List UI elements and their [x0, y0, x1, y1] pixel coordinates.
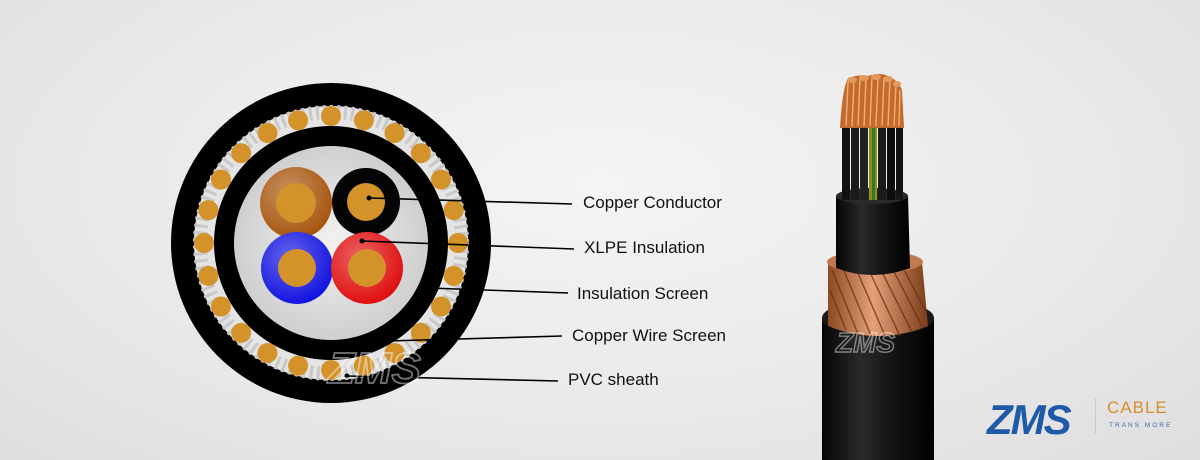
watermark-left: ZMS	[326, 344, 421, 393]
label-insulation-screen: Insulation Screen	[577, 284, 709, 303]
copper-wire	[410, 143, 431, 164]
conductor-red	[348, 249, 386, 287]
pointer-copper-wire-screen	[387, 335, 563, 342]
conductor-black	[347, 183, 385, 221]
copper-wire-ring	[194, 106, 468, 380]
logo-text: ZMS	[986, 396, 1072, 440]
copper-wire	[353, 355, 374, 376]
brand-logo: ZMS CABLE TRANS MORE	[985, 396, 1185, 443]
copper-wire	[288, 355, 309, 376]
core-blue	[261, 232, 333, 304]
core-red	[331, 232, 403, 304]
cross-section	[171, 83, 491, 403]
label-copper-wire-screen: Copper Wire Screen	[572, 326, 727, 345]
cable-inner-sheath	[836, 196, 910, 275]
copper-wire	[257, 342, 278, 363]
pointer-copper-conductor	[368, 197, 573, 205]
copper-wire	[448, 233, 468, 253]
label-xlpe-insulation: XLPE Insulation	[584, 238, 705, 257]
copper-wire	[198, 200, 219, 221]
copper-wire	[430, 296, 451, 317]
copper-wire	[384, 342, 405, 363]
copper-wire	[443, 265, 464, 286]
logo-cable-text: CABLE	[1107, 398, 1168, 417]
watermark-right: ZMS	[835, 327, 895, 358]
copper-wire	[257, 123, 278, 144]
copper-wire	[211, 169, 232, 190]
pointer-insulation-screen	[428, 287, 569, 294]
cable-copper-wire-screen	[828, 262, 928, 336]
copper-wire	[321, 106, 341, 126]
copper-wire	[288, 110, 309, 131]
copper-wire	[231, 143, 252, 164]
copper-wire	[430, 169, 451, 190]
label-copper-conductor: Copper Conductor	[583, 193, 722, 212]
copper-wire	[384, 123, 405, 144]
conductor-brown	[276, 183, 316, 223]
logo-tagline: TRANS MORE	[1109, 422, 1173, 429]
copper-wire	[194, 233, 214, 253]
copper-wire	[231, 322, 252, 343]
label-pvc-sheath: PVC sheath	[568, 370, 659, 389]
copper-wire	[321, 360, 341, 380]
copper-wire	[443, 200, 464, 221]
cable-outer-sheath	[822, 318, 934, 460]
callout-lines	[344, 195, 575, 382]
core-brown	[260, 167, 332, 239]
conductor-blue	[278, 249, 316, 287]
zms-logo-mark: ZMS	[986, 396, 1074, 443]
pointer-xlpe-insulation	[361, 240, 575, 250]
copper-wire	[410, 322, 431, 343]
pointer-pvc-sheath	[346, 375, 559, 382]
cable-cores	[842, 122, 903, 200]
copper-wire	[211, 296, 232, 317]
core-black	[332, 168, 400, 236]
cable-copper-strands	[840, 74, 904, 128]
logo-divider	[1095, 398, 1096, 434]
cable-3d-view	[822, 74, 934, 460]
copper-wire	[353, 110, 374, 131]
copper-wire	[198, 265, 219, 286]
